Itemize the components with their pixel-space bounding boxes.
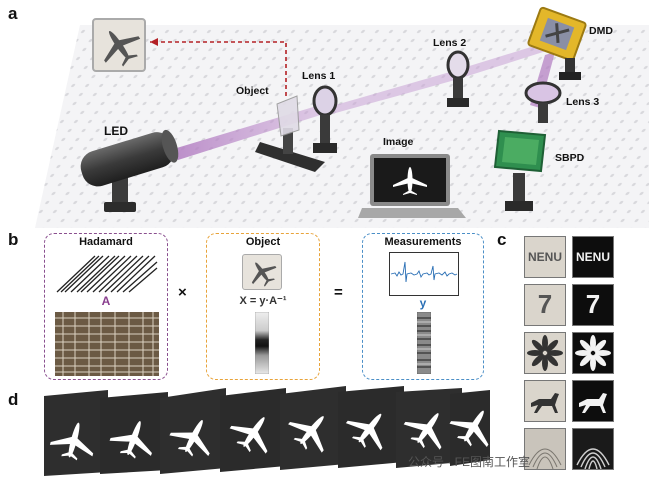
object-tile-horse xyxy=(524,380,566,422)
reconstruction-tile-flower xyxy=(572,332,614,374)
object-inset-thumbnail xyxy=(92,18,146,72)
lens2-label: Lens 2 xyxy=(433,37,467,49)
dmd-device xyxy=(527,6,587,80)
horse-icon xyxy=(531,393,559,413)
reconstruction-tile-nenu: NENU xyxy=(572,236,614,278)
horse-icon xyxy=(579,393,607,413)
matrix-a-label: A xyxy=(101,294,111,308)
measurements-title: Measurements xyxy=(384,236,462,248)
frame-4 xyxy=(220,388,286,472)
frame-7 xyxy=(396,388,462,468)
watermark: 公众号 · FE图南工作室 xyxy=(408,455,530,469)
measurement-y-label: y xyxy=(419,296,427,310)
fingerprint-icon xyxy=(528,448,562,470)
object-vector-bar xyxy=(255,312,269,374)
hadamard-title: Hadamard xyxy=(79,236,133,248)
frame-5 xyxy=(280,386,346,470)
frame-2 xyxy=(100,392,168,474)
reconstruction-grid: NENU NENU 7 7 xyxy=(524,236,624,478)
lens3-label: Lens 3 xyxy=(566,96,600,108)
object-formula: X = y·A⁻¹ xyxy=(239,295,287,307)
reconstruction-tile-seven: 7 xyxy=(572,284,614,326)
flower-icon xyxy=(575,335,611,371)
lens-2 xyxy=(446,50,470,107)
sbpd-label: SBPD xyxy=(555,152,585,164)
image-label: Image xyxy=(383,136,414,148)
measurement-signal-plot xyxy=(389,252,459,296)
reconstruction-tile-fingerprint xyxy=(572,428,614,470)
led-label: LED xyxy=(104,124,128,138)
hadamard-panel: Hadamard A xyxy=(44,233,168,380)
flower-icon xyxy=(527,335,563,371)
dmd-label: DMD xyxy=(589,25,613,37)
measurements-panel: Measurements y xyxy=(362,233,484,380)
object-tile-seven: 7 xyxy=(524,284,566,326)
fingerprint-icon xyxy=(576,448,610,470)
lens-1 xyxy=(312,85,338,153)
led-source xyxy=(80,129,179,212)
optical-setup-illustration xyxy=(35,25,649,228)
object-holder xyxy=(255,95,325,172)
hadamard-matrix-pattern xyxy=(55,312,159,376)
sbpd-detector xyxy=(493,129,547,211)
lens-3 xyxy=(524,81,562,123)
airplane-icon xyxy=(251,262,277,287)
panel-a-label: a xyxy=(8,4,18,23)
panel-c-label: c xyxy=(497,230,507,249)
object-panel: Object X = y·A⁻¹ xyxy=(206,233,320,380)
frame-6 xyxy=(338,386,404,468)
reconstruction-tile-horse xyxy=(572,380,614,422)
lens1-label: Lens 1 xyxy=(302,70,336,82)
hadamard-stripe-patterns xyxy=(56,255,158,293)
object-tile-flower xyxy=(524,332,566,374)
frame-3 xyxy=(160,388,226,474)
object-tile-fingerprint xyxy=(524,428,566,470)
laptop-display xyxy=(358,154,466,218)
object-label: Object xyxy=(236,85,269,97)
times-operator: × xyxy=(178,284,187,301)
object-title: Object xyxy=(245,236,281,248)
panel-d-label: d xyxy=(8,390,19,409)
equals-operator: = xyxy=(334,284,343,301)
frame-1 xyxy=(44,390,108,476)
object-thumbnail xyxy=(242,254,282,290)
panel-b-label: b xyxy=(8,230,19,249)
frame-8 xyxy=(445,390,490,466)
object-tile-nenu: NENU xyxy=(524,236,566,278)
airplane-icon xyxy=(104,30,141,67)
reconstruction-sequence xyxy=(44,386,490,476)
measurement-vector-bar xyxy=(417,312,431,374)
